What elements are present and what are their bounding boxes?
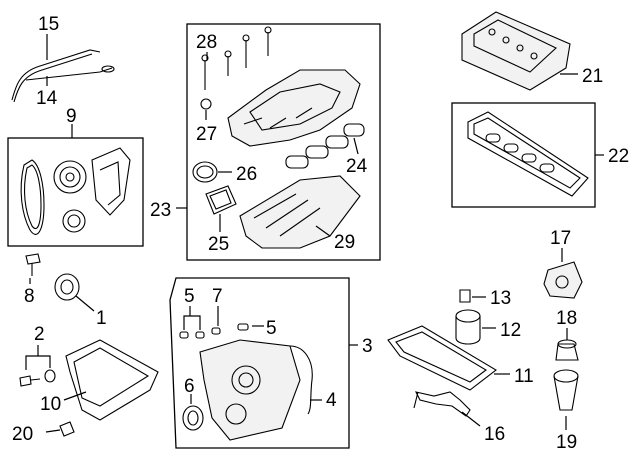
callout-28: 28 xyxy=(196,32,217,53)
callout-27: 27 xyxy=(196,124,217,145)
callout-21: 21 xyxy=(582,66,603,87)
callout-1: 1 xyxy=(96,308,107,329)
dipstick xyxy=(25,65,115,81)
crank-sprocket xyxy=(62,209,86,233)
callout-8: 8 xyxy=(24,286,35,307)
valve-cover-gasket xyxy=(467,111,589,197)
callout-2: 2 xyxy=(34,324,45,345)
dipstick-tube xyxy=(11,49,101,103)
callout-26: 26 xyxy=(236,164,257,185)
timing-chain xyxy=(20,159,45,235)
intake-gaskets xyxy=(285,123,365,169)
drain-plug xyxy=(59,421,75,437)
callout-17: 17 xyxy=(550,228,571,249)
timing-cover xyxy=(199,339,301,441)
intake-manifold-box xyxy=(186,23,381,261)
callout-12: 12 xyxy=(500,320,521,341)
crank-bolt xyxy=(25,253,41,276)
oil-pan-gasket xyxy=(387,325,497,391)
callout-15: 15 xyxy=(38,14,59,35)
callout-22: 22 xyxy=(608,146,629,167)
oil-filter xyxy=(455,309,481,345)
filter-element xyxy=(553,369,579,411)
cam-plugs xyxy=(179,323,249,339)
callout-23: 23 xyxy=(150,200,171,221)
cover-gasket xyxy=(289,345,313,415)
filter-cap xyxy=(555,339,579,361)
callout-16: 16 xyxy=(484,424,505,445)
upper-intake-manifold xyxy=(227,69,361,147)
oil-filter-adapter xyxy=(459,289,471,303)
cam-sprocket xyxy=(53,160,87,194)
callout-9: 9 xyxy=(66,106,77,127)
timing-kit-box xyxy=(7,137,144,247)
callout-3: 3 xyxy=(362,336,373,357)
callout-10: 10 xyxy=(40,394,61,415)
manifold-seal xyxy=(205,185,237,215)
oil-pickup-tube xyxy=(413,391,471,417)
chain-tensioner xyxy=(91,147,131,216)
callout-19: 19 xyxy=(556,432,577,453)
callout-25: 25 xyxy=(208,234,229,255)
oil-pan xyxy=(65,339,159,421)
callout-6: 6 xyxy=(184,376,195,397)
pan-bolts xyxy=(19,369,56,387)
callout-7: 7 xyxy=(212,286,223,307)
crank-washer xyxy=(54,273,80,301)
callout-5b: 5 xyxy=(266,318,277,339)
timing-cover-box xyxy=(169,277,350,449)
callout-14: 14 xyxy=(36,88,58,109)
callout-29: 29 xyxy=(334,232,355,253)
manifold-bolts xyxy=(200,26,272,110)
callout-13: 13 xyxy=(490,288,511,309)
oil-cooler-housing xyxy=(543,261,583,299)
throttle-gasket xyxy=(192,161,218,183)
callout-4: 4 xyxy=(326,390,337,411)
front-seal xyxy=(182,405,204,431)
callout-24: 24 xyxy=(346,156,368,177)
valve-cover xyxy=(461,11,571,91)
callout-11: 11 xyxy=(514,366,534,387)
callout-5a: 5 xyxy=(184,286,195,307)
callout-18: 18 xyxy=(556,308,577,329)
callout-20: 20 xyxy=(12,424,33,445)
